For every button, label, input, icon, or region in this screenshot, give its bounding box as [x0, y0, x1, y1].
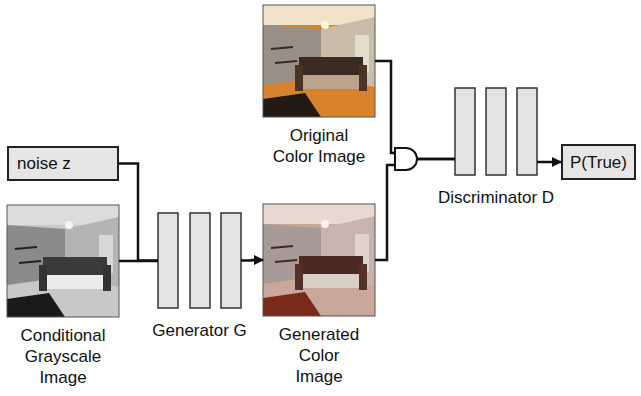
image-block: Original Color Image	[263, 5, 375, 117]
image-block: Discriminator D	[455, 88, 537, 175]
caption: Generated Color Image	[276, 324, 362, 387]
image-block: Generator G	[158, 213, 241, 308]
connector	[119, 260, 158, 263]
grayscale-photo	[7, 205, 119, 317]
and-gate	[395, 148, 417, 170]
image-block: Conditional Grayscale Image	[7, 205, 119, 317]
discriminator-layers	[455, 88, 537, 175]
process-box: P(True)	[561, 144, 636, 180]
box-label: P(True)	[570, 152, 627, 173]
connector	[119, 164, 158, 261]
caption: Discriminator D	[416, 187, 576, 208]
connector	[241, 259, 263, 262]
connector	[375, 61, 455, 159]
caption: Generator G	[135, 320, 265, 341]
caption: Conditional Grayscale Image	[11, 325, 115, 388]
connector	[375, 159, 455, 260]
original-photo	[263, 5, 375, 117]
box-label: noise z	[17, 153, 71, 174]
image-block: Generated Color Image	[263, 204, 375, 316]
generator-layers	[158, 213, 241, 308]
caption: Original Color Image	[269, 125, 369, 167]
process-box: noise z	[7, 146, 119, 181]
connector	[537, 161, 561, 164]
generated-photo	[263, 204, 375, 316]
